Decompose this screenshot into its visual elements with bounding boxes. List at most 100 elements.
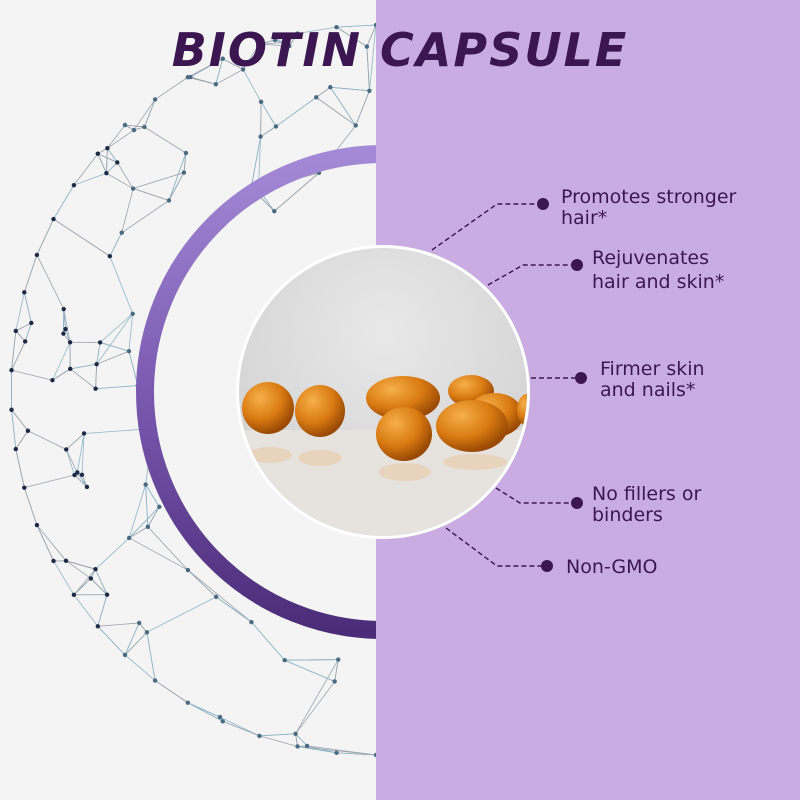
- network-line: [70, 363, 97, 370]
- network-node: [213, 594, 219, 600]
- network-line: [11, 409, 29, 432]
- network-node: [258, 134, 263, 139]
- network-node: [81, 431, 87, 436]
- network-node: [119, 230, 124, 235]
- network-node: [272, 37, 278, 43]
- network-line: [286, 33, 298, 43]
- network-line: [53, 560, 75, 596]
- network-node: [353, 123, 358, 128]
- network-line: [95, 569, 108, 595]
- network-node: [373, 22, 376, 28]
- svg-text:hair and skin*: hair and skin*: [592, 271, 724, 293]
- network-node: [336, 657, 341, 662]
- network-line: [128, 313, 134, 352]
- network-node: [166, 198, 172, 203]
- network-line: [96, 350, 130, 365]
- network-line: [15, 430, 29, 450]
- network-line: [97, 622, 140, 627]
- network-node: [185, 700, 191, 705]
- network-node: [22, 290, 27, 295]
- network-line: [329, 86, 357, 126]
- network-line: [76, 433, 85, 473]
- network-line: [11, 330, 17, 371]
- network-node: [213, 82, 219, 87]
- network-line: [73, 153, 99, 186]
- network-node: [295, 744, 300, 749]
- network-line: [289, 33, 298, 47]
- svg-text:No fillers or: No fillers or: [592, 483, 701, 505]
- network-node: [104, 171, 109, 176]
- network-line: [187, 569, 217, 598]
- network-line: [99, 313, 133, 343]
- network-line: [107, 148, 118, 163]
- network-node: [72, 472, 77, 478]
- network-line: [96, 313, 133, 365]
- network-node: [79, 472, 85, 478]
- network-node: [105, 146, 110, 151]
- network-node: [95, 624, 101, 629]
- feature-rejuvenates: Rejuvenates hair and skin*: [487, 247, 724, 293]
- svg-text:Non-GMO: Non-GMO: [566, 556, 658, 578]
- network-line: [144, 99, 156, 128]
- network-line: [260, 101, 262, 137]
- network-line: [65, 328, 71, 343]
- network-node: [240, 67, 246, 72]
- network-line: [95, 537, 130, 570]
- network-line: [90, 578, 108, 595]
- network-node: [304, 743, 310, 749]
- network-node: [145, 524, 151, 530]
- network-line: [63, 308, 71, 343]
- network-node: [144, 630, 150, 635]
- network-line: [52, 342, 71, 381]
- network-node: [328, 85, 333, 90]
- network-line: [124, 124, 145, 128]
- network-node: [185, 75, 191, 80]
- network-line: [133, 172, 185, 189]
- network-line: [69, 368, 96, 390]
- network-node: [314, 95, 319, 100]
- network-node: [152, 678, 158, 683]
- network-line: [109, 232, 123, 257]
- network-line: [73, 578, 92, 596]
- network-line: [107, 124, 126, 149]
- network-line: [24, 474, 75, 489]
- network-line: [330, 86, 370, 92]
- network-line: [274, 33, 298, 41]
- network-line: [15, 330, 26, 342]
- network-node: [63, 326, 68, 332]
- network-node: [25, 428, 31, 433]
- svg-text:Rejuvenates: Rejuvenates: [592, 247, 709, 269]
- network-line: [260, 126, 277, 137]
- network-line: [36, 524, 67, 562]
- network-node: [71, 592, 77, 598]
- network-line: [52, 368, 71, 381]
- network-line: [187, 58, 223, 78]
- bullet-dot-icon: [571, 497, 583, 509]
- network-line: [15, 322, 32, 332]
- network-node: [367, 88, 372, 94]
- network-line: [146, 632, 156, 681]
- network-line: [259, 41, 288, 45]
- network-node: [97, 340, 103, 345]
- network-line: [97, 153, 107, 174]
- network-node: [185, 567, 191, 573]
- network-node: [29, 320, 34, 326]
- network-line: [146, 596, 217, 633]
- network-line: [36, 524, 54, 562]
- network-node: [293, 731, 298, 737]
- network-line: [121, 200, 170, 234]
- network-node: [68, 366, 73, 372]
- network-line: [99, 342, 130, 352]
- capsules: [242, 375, 527, 481]
- network-node: [61, 306, 66, 312]
- network-line: [295, 659, 339, 735]
- feature-promotes-hair: Promotes stronger hair*: [431, 186, 737, 251]
- network-line: [215, 69, 244, 85]
- network-node: [22, 485, 27, 490]
- network-line: [369, 24, 376, 91]
- network-line: [145, 484, 149, 527]
- network-line: [297, 26, 337, 34]
- purple-ring: [136, 145, 376, 639]
- feature-non-gmo: Non-GMO: [445, 527, 658, 578]
- network-line: [133, 188, 170, 201]
